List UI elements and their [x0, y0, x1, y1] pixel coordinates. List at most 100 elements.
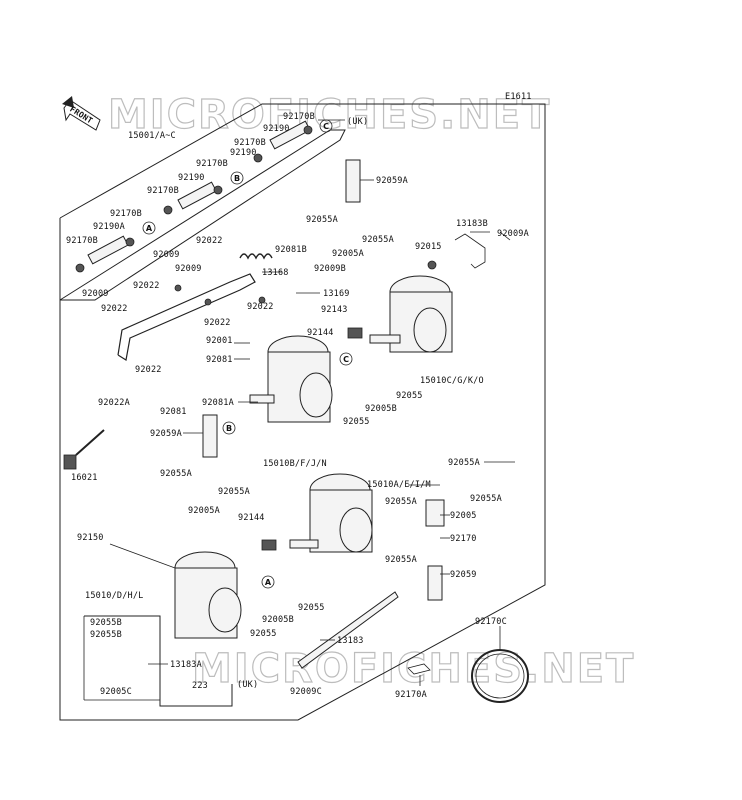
svg-text:B: B: [226, 424, 232, 433]
part-label: 92150: [77, 533, 104, 543]
part-label: 16021: [71, 473, 98, 483]
upper-subframe: [59, 129, 346, 301]
part-label: 92009C: [290, 687, 322, 697]
part-label: 92170B: [110, 209, 142, 219]
part-label: 92055: [250, 629, 277, 639]
part-label: 92022: [247, 302, 274, 312]
jet-92144-mid: [261, 539, 277, 551]
part-label: 92081B: [275, 245, 307, 255]
rod-13183: [297, 591, 399, 669]
sensor-16021: [63, 429, 105, 470]
part-label: 15010/D/H/L: [85, 591, 144, 601]
bracket-92170a: [407, 663, 431, 675]
ref-circle-c-top: C: [319, 119, 333, 133]
tube-92059: [427, 565, 443, 601]
part-label: 92190: [230, 148, 257, 158]
part-label: 92009: [82, 289, 109, 299]
part-label: 92055: [343, 417, 370, 427]
part-label: 92170B: [283, 112, 315, 122]
carburetor-front-right: [289, 473, 373, 553]
part-label: 92055: [298, 603, 325, 613]
leader-lines: [109, 119, 515, 686]
ref-circle-b-top: B: [230, 171, 244, 185]
assembly-frame: [59, 103, 546, 721]
part-label: 13183A: [170, 660, 202, 670]
part-label: 15010C/G/K/O: [420, 376, 484, 386]
part-label: 92055A: [218, 487, 250, 497]
part-label: 92081: [206, 355, 233, 365]
part-label: 92055B: [90, 618, 122, 628]
part-label: 13168: [262, 268, 289, 278]
part-label: 92005B: [262, 615, 294, 625]
part-label: 92009B: [314, 264, 346, 274]
nut-92015: [427, 260, 437, 270]
part-label: 92009: [153, 250, 180, 260]
linkage-bracket: [117, 273, 266, 361]
hose-set-top: [75, 120, 313, 273]
part-label: 92055A: [385, 497, 417, 507]
svg-text:C: C: [343, 355, 349, 364]
part-label: 92055A: [448, 458, 480, 468]
carburetor-rear-left: [249, 335, 333, 423]
part-label: 15010B/F/J/N: [263, 459, 327, 469]
part-label: 92170B: [147, 186, 179, 196]
part-label: 92170C: [475, 617, 507, 627]
tube-92059a-top: [345, 159, 361, 203]
part-label: 92170B: [66, 236, 98, 246]
part-label: 92022: [135, 365, 162, 375]
part-label: 92190: [178, 173, 205, 183]
part-label: 92005B: [365, 404, 397, 414]
ref-circle-a-top: A: [142, 221, 156, 235]
part-label: 92144: [238, 513, 265, 523]
part-label: 92055B: [90, 630, 122, 640]
part-label: 92081: [160, 407, 187, 417]
part-label: 92005: [450, 511, 477, 521]
part-label: 92015: [415, 242, 442, 252]
part-label: 92005A: [332, 249, 364, 259]
part-labels: 15001/A~C 92170B 92190 92170B 92170B 921…: [66, 112, 529, 700]
part-label: 92022: [101, 304, 128, 314]
uk-note-bottom: (UK): [237, 680, 258, 690]
part-label: 15001/A~C: [128, 131, 176, 141]
front-arrow-icon: [62, 96, 101, 131]
carburetor-rear-right: [369, 275, 453, 353]
svg-text:A: A: [146, 224, 153, 233]
part-label: 92144: [307, 328, 334, 338]
jet-92144-top: [347, 327, 363, 339]
part-label: 92059A: [150, 429, 182, 439]
part-label: 92022: [196, 236, 223, 246]
svg-text:B: B: [234, 174, 240, 183]
uk-box: [84, 615, 233, 707]
part-label: 92190: [263, 124, 290, 134]
spring: [239, 253, 273, 260]
svg-text:A: A: [265, 578, 272, 587]
part-label: 92055A: [470, 494, 502, 504]
part-label: 92190A: [93, 222, 125, 232]
part-label: 92009: [175, 264, 202, 274]
part-label: 92022: [204, 318, 231, 328]
part-label: 92059A: [376, 176, 408, 186]
tube-92005: [425, 499, 445, 527]
part-label: 92022A: [98, 398, 130, 408]
part-label: 92055A: [385, 555, 417, 565]
part-label: 13169: [323, 289, 350, 299]
part-label: 92055: [396, 391, 423, 401]
part-label: 223: [192, 681, 208, 691]
part-label: 92022: [133, 281, 160, 291]
watermark-bottom: MICROFICHES.NET: [192, 646, 635, 692]
part-label: 92170B: [234, 138, 266, 148]
part-label: 92005C: [100, 687, 132, 697]
part-label: 15010A/E/I/M: [367, 480, 431, 490]
part-label: 92143: [321, 305, 348, 315]
part-label: 92170: [450, 534, 477, 544]
part-label: 92081A: [202, 398, 234, 408]
svg-text:C: C: [323, 122, 329, 131]
part-label: 92055A: [362, 235, 394, 245]
part-label: 92170B: [196, 159, 228, 169]
bracket-13183b: [454, 233, 486, 269]
ref-circle-a-mid: A: [261, 575, 275, 589]
part-label: 92170A: [395, 690, 427, 700]
part-label: 92055A: [160, 469, 192, 479]
uk-note-top: (UK): [347, 117, 368, 127]
